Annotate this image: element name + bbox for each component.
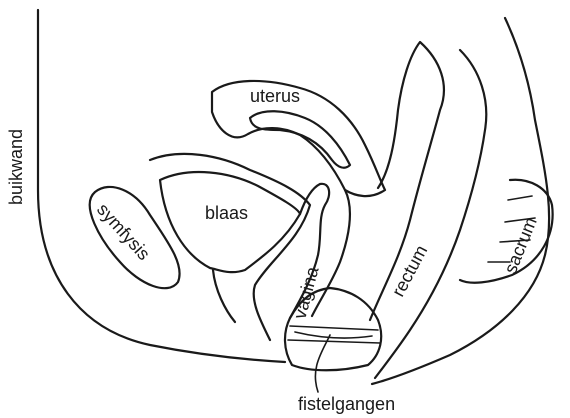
label-bladder: blaas bbox=[205, 203, 248, 223]
label-vagina: vagina bbox=[290, 264, 323, 321]
sacrum-outer-contour bbox=[372, 18, 549, 384]
fistula-channel-1 bbox=[290, 326, 378, 330]
uterus-inner-wall bbox=[250, 111, 350, 167]
label-uterus: uterus bbox=[250, 86, 300, 106]
fistula-channel-2 bbox=[288, 340, 380, 343]
fistula-pointer-line bbox=[315, 335, 330, 392]
bladder-neck bbox=[213, 270, 235, 322]
label-abdominal-wall: buikwand bbox=[6, 129, 26, 205]
label-sacrum: sacrum bbox=[500, 214, 541, 276]
fistula-channel-3 bbox=[295, 332, 372, 338]
label-rectum: rectum bbox=[388, 242, 431, 300]
rectum-back-wall bbox=[375, 50, 486, 378]
label-fistulas: fistelgangen bbox=[298, 394, 395, 414]
bladder-outer-wall bbox=[150, 154, 310, 340]
